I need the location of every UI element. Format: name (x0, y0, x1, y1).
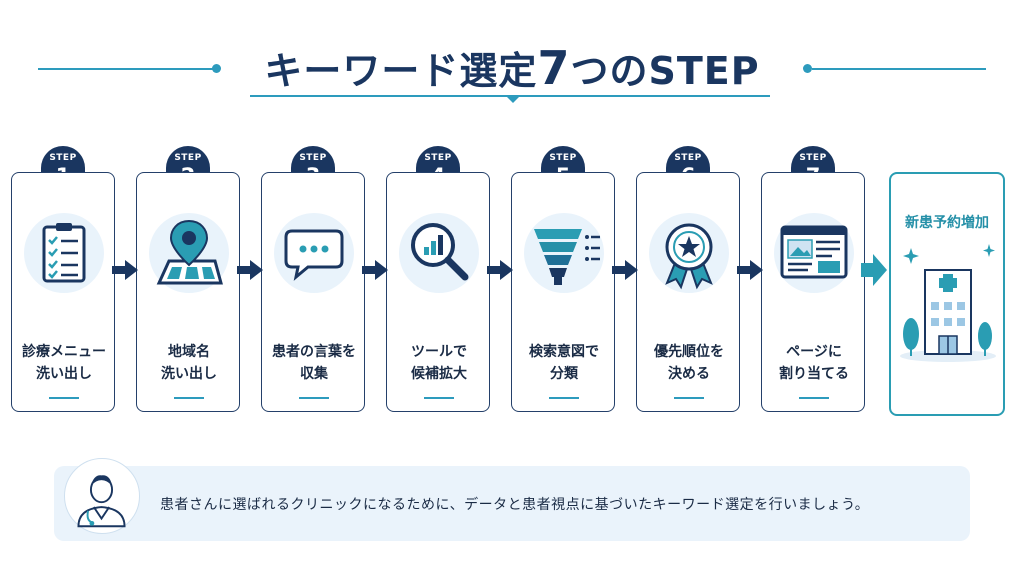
doctor-avatar-icon (77, 475, 126, 528)
step-label-line1: ページに (786, 344, 842, 360)
step-word: STEP (549, 153, 577, 163)
arrow-right-icon (612, 260, 638, 280)
step-label: 優先順位を 決める (637, 341, 741, 385)
doctor-avatar (64, 458, 140, 534)
title-area: キーワード選定7つのSTEP (0, 38, 1024, 108)
step-label-line1: 患者の言葉を (272, 344, 356, 360)
step-label: ツールで 候補拡大 (387, 341, 491, 385)
step-card-4: ツールで 候補拡大 (386, 172, 490, 412)
step-label: ページに 割り当てる (762, 341, 866, 385)
arrow-right-icon (487, 260, 513, 280)
step-dash (549, 397, 579, 399)
result-label: 新患予約増加 (905, 215, 989, 231)
funnel-icon (534, 229, 600, 285)
arrow-right-icon (237, 260, 263, 280)
footer-message: 患者さんに選ばれるクリニックになるために、データと患者視点に基づいたキーワード選… (160, 497, 870, 513)
step-label-line2: 決める (668, 366, 710, 382)
step-label-line1: 優先順位を (654, 344, 724, 360)
step-label: 地域名 洗い出し (137, 341, 241, 385)
page-title: キーワード選定7つのSTEP (0, 40, 1024, 95)
speech-bubble-icon (284, 229, 344, 281)
step-card-1: 診療メニュー 洗い出し (11, 172, 115, 412)
award-ribbon-icon (665, 223, 713, 290)
step-card-6: 優先順位を 決める (636, 172, 740, 412)
step-label-line1: 診療メニュー (22, 344, 106, 360)
step-label-line2: 収集 (300, 366, 328, 382)
step-label-line1: 地域名 (168, 344, 210, 360)
step-label: 検索意図で 分類 (512, 341, 616, 385)
step-card-3: 患者の言葉を 収集 (261, 172, 365, 412)
step-label-line2: 候補拡大 (411, 366, 467, 382)
step-word: STEP (299, 153, 327, 163)
icon-background (524, 213, 604, 293)
footer-message-box (54, 466, 970, 541)
step-dash (799, 397, 829, 399)
step-word: STEP (174, 153, 202, 163)
step-label: 患者の言葉を 収集 (262, 341, 366, 385)
clipboard-checklist-icon (42, 223, 86, 283)
step-word: STEP (799, 153, 827, 163)
step-word: STEP (424, 153, 452, 163)
title-right-dot (803, 64, 812, 73)
step-card-2: 地域名 洗い出し (136, 172, 240, 412)
step-dash (174, 397, 204, 399)
arrow-right-icon (362, 260, 388, 280)
title-main: キーワード選定 (264, 49, 538, 93)
step-dash (49, 397, 79, 399)
arrow-right-icon (737, 260, 763, 280)
step-label-line2: 割り当てる (779, 366, 849, 382)
step-card-7: ページに 割り当てる (761, 172, 865, 412)
step-dash (674, 397, 704, 399)
step-label: 診療メニュー 洗い出し (12, 341, 116, 385)
arrow-right-teal-icon (861, 254, 887, 286)
step-card-5: 検索意図で 分類 (511, 172, 615, 412)
title-right-line (812, 68, 986, 70)
step-label-line1: 検索意図で (529, 344, 599, 360)
hospital-icon (900, 244, 996, 362)
title-suffix: つのSTEP (570, 49, 760, 93)
step-word: STEP (674, 153, 702, 163)
magnifier-chart-icon (411, 223, 469, 281)
step-label-line2: 洗い出し (36, 366, 92, 382)
title-number: 7 (537, 41, 571, 95)
step-label-line2: 分類 (550, 366, 578, 382)
webpage-layout-icon (780, 225, 848, 279)
title-left-dot (212, 64, 221, 73)
step-dash (424, 397, 454, 399)
step-word: STEP (49, 153, 77, 163)
step-label-line2: 洗い出し (161, 366, 217, 382)
step-label-line1: ツールで (411, 344, 467, 360)
result-card: 新患予約増加 (889, 172, 1005, 416)
title-left-line (38, 68, 214, 70)
title-caret (505, 95, 521, 103)
step-dash (299, 397, 329, 399)
map-pin-icon (156, 219, 223, 285)
arrow-right-icon (112, 260, 138, 280)
